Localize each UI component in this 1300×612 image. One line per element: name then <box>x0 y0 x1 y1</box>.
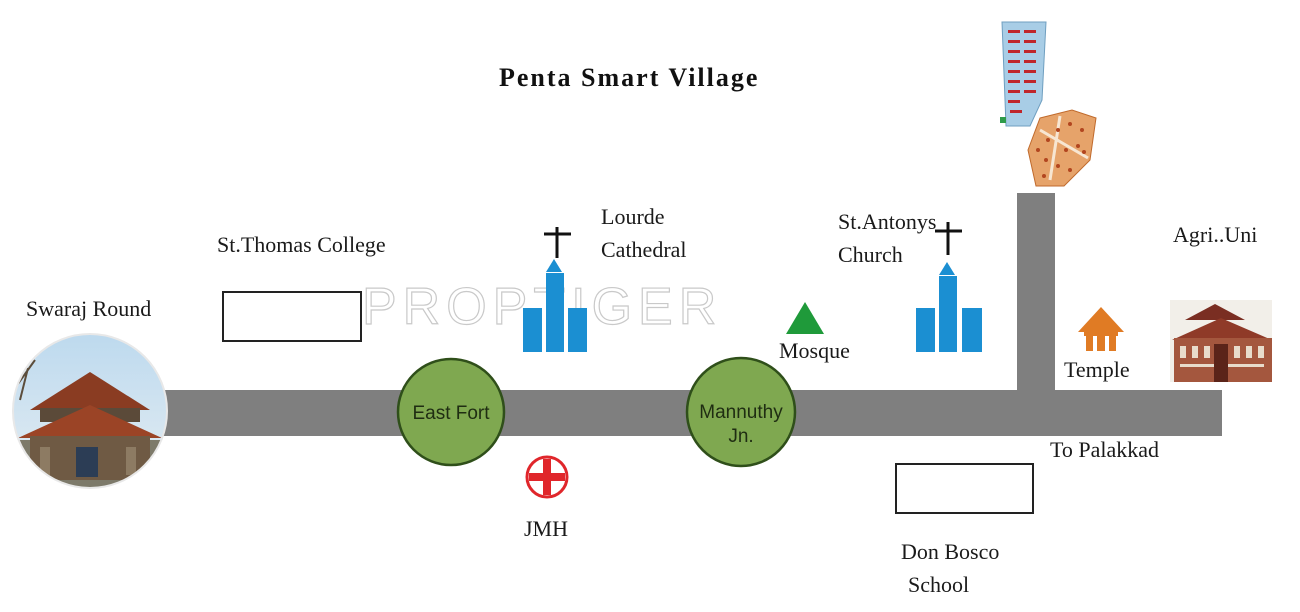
east-fort-label: East Fort <box>412 403 490 424</box>
watermark-text: PROPTIGER <box>362 278 722 336</box>
road-network <box>150 193 1222 436</box>
swaraj-round-label: Swaraj Round <box>26 296 151 321</box>
don-bosco-school-marker <box>895 463 1034 514</box>
branch-road <box>1017 193 1055 413</box>
don-bosco-label-line1: Don Bosco <box>901 539 999 564</box>
to-palakkad-label: To Palakkad <box>1050 437 1159 462</box>
church-cross-icon <box>523 227 587 352</box>
st-antonys-label-line1: St.Antonys <box>838 209 936 234</box>
swaraj-round-photo <box>12 333 168 489</box>
agri-uni-label: Agri..Uni <box>1173 222 1257 247</box>
east-fort-junction: East Fort <box>396 357 506 467</box>
st-antonys-label-line2: Church <box>838 242 903 267</box>
mannuthy-label-line2: Jn. <box>728 426 753 447</box>
project-site-plan <box>1000 21 1097 187</box>
mosque-crescent-icon <box>786 288 824 334</box>
mannuthy-label-line1: Mannuthy <box>699 402 783 423</box>
hospital-cross-icon <box>525 455 569 499</box>
agri-uni-building-photo <box>1170 300 1272 382</box>
lourde-cathedral-label-line2: Cathedral <box>601 237 687 262</box>
lourde-cathedral-label-line1: Lourde <box>601 204 665 229</box>
jmh-label: JMH <box>524 516 568 541</box>
st-thomas-college-label: St.Thomas College <box>217 232 386 257</box>
temple-icon <box>1078 307 1124 351</box>
st-thomas-college-marker <box>222 291 362 342</box>
mosque-label: Mosque <box>779 338 850 363</box>
don-bosco-label-line2: School <box>908 572 969 597</box>
church-cross-icon <box>916 222 982 352</box>
temple-label: Temple <box>1064 357 1130 382</box>
mannuthy-junction: Mannuthy Jn. <box>685 356 797 468</box>
map-title: Penta Smart Village <box>499 63 759 92</box>
